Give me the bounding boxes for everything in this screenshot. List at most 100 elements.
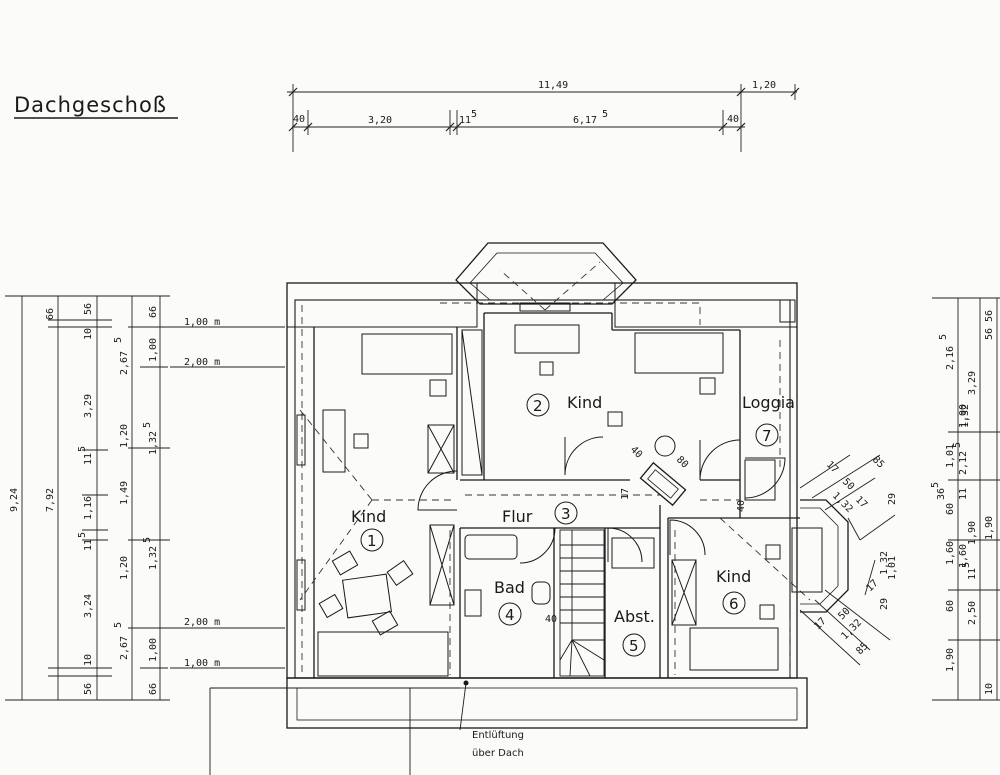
dim-left-col5-d-sup: 5 <box>142 537 153 543</box>
plan-title: Dachgeschoß <box>14 93 167 117</box>
dim-right-col3-c: 1,32 <box>960 404 971 428</box>
dim-right-col2-c: 1,90 <box>967 521 978 545</box>
desk-room-1 <box>322 409 346 473</box>
note-line-2: über Dach <box>472 748 524 759</box>
right-dimension-lines <box>932 297 1000 701</box>
chair-room-2 <box>539 361 554 376</box>
dim-left-col5-c: 1,32 <box>148 431 159 455</box>
height-mark-4: 1,00 m <box>184 658 220 669</box>
bay-dim-11: 50 <box>836 606 852 622</box>
bay-dim-4: 1,32 <box>830 490 855 515</box>
window-right-1 <box>779 299 796 323</box>
bay-dim-6: 29 <box>887 493 898 505</box>
chimney-inner <box>647 469 679 499</box>
furniture <box>317 324 823 677</box>
toilet <box>531 581 551 605</box>
windows <box>296 299 796 611</box>
dim-left-inner: 7,92 <box>45 488 56 512</box>
window-top-1 <box>519 302 571 312</box>
small-dim-1: 40 <box>628 444 644 460</box>
dim-right-col1-a-sup: 5 <box>938 334 949 340</box>
wardrobe-room-6 <box>671 559 697 626</box>
dim-left-col3-g: 56 <box>83 683 94 695</box>
dormer-roof <box>455 242 637 305</box>
top-dimension-chain <box>287 84 800 152</box>
building-walls <box>286 242 849 729</box>
bay-dim-8: 1,32 <box>879 551 890 575</box>
bay-dim-1: 17 <box>824 459 840 475</box>
bay-dim-5: 17 <box>853 494 869 510</box>
dim-left-col5-e: 1,00 <box>148 638 159 662</box>
left-dimension-labels: 9,24 7,92 56 66 3,29 11 5 1,16 11 5 3,24… <box>9 303 220 695</box>
room-7-label: Loggia <box>742 393 795 412</box>
desk-room-6 <box>791 527 823 593</box>
sofa-room-1 <box>317 631 449 677</box>
desk-room-2 <box>514 324 580 354</box>
ventilation-note: Entlüftung über Dach <box>209 680 524 775</box>
dim-left-col4-b-sup: 5 <box>113 337 124 343</box>
dim-left-col5-b: 1,00 <box>148 338 159 362</box>
dim-left-col4-g: 10 <box>83 654 94 666</box>
dim-right-col1-g: 1,90 <box>945 648 956 672</box>
bay-dim-10: 17 <box>864 578 880 594</box>
height-mark-2: 2,00 m <box>184 357 220 368</box>
dim-left-col3-e-sup: 5 <box>77 532 88 538</box>
bed-room-2 <box>634 332 724 374</box>
room-4-label: Bad <box>494 578 525 597</box>
room-5-label: Abst. <box>614 607 655 626</box>
vent-point <box>463 680 469 686</box>
staircase <box>559 529 605 677</box>
room-7-number: 7 <box>762 427 772 445</box>
wardrobe-room-2 <box>461 329 483 476</box>
table-room-1 <box>342 573 392 619</box>
chimney <box>639 461 687 507</box>
dim-left-col4-f-sup: 5 <box>113 622 124 628</box>
small-dim-5: 40 <box>736 500 747 512</box>
room-labels: Kind 1 2 Kind Flur 3 Bad 4 Abst. 5 Kind … <box>351 393 795 657</box>
room-5-number: 5 <box>629 637 639 655</box>
bed-room-1 <box>361 333 453 375</box>
room-2-label: Kind <box>567 393 602 412</box>
window-left-2 <box>296 559 306 611</box>
dim-right-col1-e: 1,60 <box>945 541 956 565</box>
dormer-roof-inner <box>469 252 624 301</box>
window-left-1 <box>296 414 306 466</box>
bay-dimension-lines <box>799 454 896 666</box>
dim-left-col5-d: 1,32 <box>148 546 159 570</box>
small-dim-4: 17 <box>620 488 631 500</box>
bay-dim-13: 85 <box>854 641 870 657</box>
dim-seg-a: 3,20 <box>368 115 392 126</box>
room-4-number: 4 <box>505 606 515 624</box>
bathtub <box>464 534 518 560</box>
dim-left-col4-b: 2,67 <box>119 351 130 375</box>
dim-right-col1-c: 36 <box>936 488 947 500</box>
door-room-6 <box>669 519 706 556</box>
room-1-number: 1 <box>367 532 377 550</box>
small-dim-3: 80 <box>674 454 690 470</box>
bay-dim-14: 17 <box>812 616 828 632</box>
dim-seg-c-sup: 5 <box>602 109 608 120</box>
bed-room-6 <box>689 627 779 671</box>
bay-dimension-labels: 17 85 50 1,32 17 29 1,01 1,32 29 17 50 1… <box>812 454 898 657</box>
top-dimension-labels: 11,49 1,20 40 3,20 11 5 6,17 5 40 <box>293 80 776 126</box>
dim-left-col3-a: 66 <box>45 308 56 320</box>
dim-left-col4-f: 2,67 <box>119 636 130 660</box>
dim-right-col1-b: 1,01 <box>945 444 956 468</box>
dim-left-col3-e: 11 <box>83 539 94 551</box>
dim-seg-b: 11 <box>459 115 471 126</box>
door-storage <box>607 527 643 563</box>
dim-right-col1-d: 60 <box>945 503 956 515</box>
gable-strip-top-right <box>614 282 798 328</box>
small-dim-2: 40 <box>545 614 557 625</box>
dim-ticks <box>288 87 800 132</box>
dim-left-col5-c-sup: 5 <box>142 422 153 428</box>
gable-strip-top-left <box>286 282 478 328</box>
right-dimension-labels: 2,16 5 1,01 36 5 60 1,60 60 1,90 1,00 2,… <box>930 310 995 695</box>
room-6-number: 6 <box>729 595 739 613</box>
wardrobe-room-1 <box>427 424 455 474</box>
dim-left-col3-b: 3,29 <box>83 394 94 418</box>
eave-bottom <box>286 677 808 729</box>
height-mark-3: 2,00 m <box>184 617 220 628</box>
dim-seg-b-sup: 5 <box>471 109 477 120</box>
